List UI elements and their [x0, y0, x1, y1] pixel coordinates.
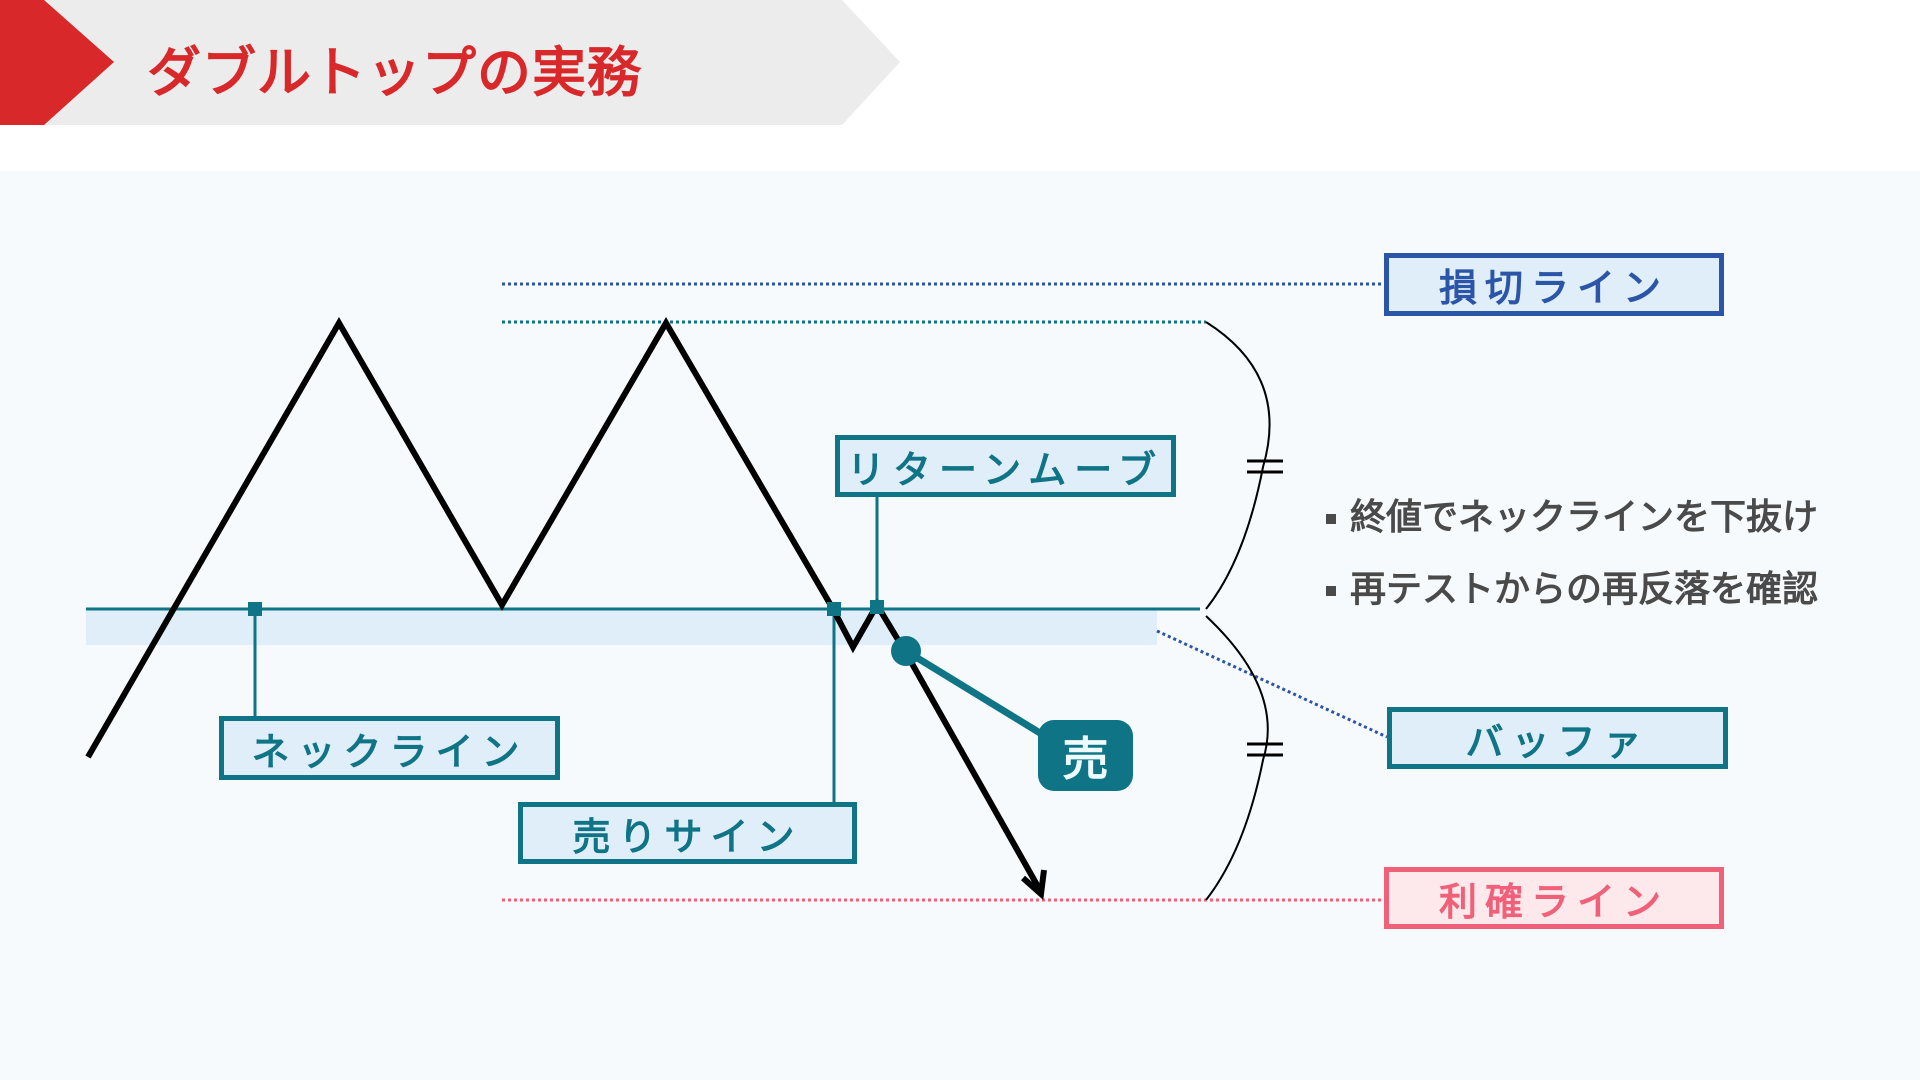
- key-points-list: 終値でネックラインを下抜け 再テストからの再反落を確認: [1326, 482, 1818, 626]
- sell-sign-marker: [827, 602, 841, 616]
- sell-sign-label: 売りサイン: [518, 802, 857, 864]
- sell-badge-leader: [904, 648, 1042, 736]
- bullet-icon: [1326, 586, 1336, 596]
- title-banner: ダブルトップの実務: [0, 0, 910, 125]
- buffer-band: [86, 609, 1157, 645]
- take-profit-label: 利確ライン: [1384, 867, 1724, 929]
- banner-shape: [0, 0, 900, 125]
- list-item: 再テストからの再反落を確認: [1326, 554, 1818, 626]
- bullet-icon: [1326, 514, 1336, 524]
- sell-entry-point: [891, 636, 921, 666]
- return-move-marker: [870, 600, 884, 614]
- bullet-text: 再テストからの再反落を確認: [1350, 569, 1819, 610]
- stop-loss-label: 損切ライン: [1384, 253, 1724, 316]
- equal-sign-icon: [1247, 742, 1283, 757]
- lower-brace: [1205, 615, 1269, 901]
- upper-brace: [1205, 321, 1271, 610]
- equal-sign-icon: [1247, 459, 1283, 474]
- neckline-marker: [248, 602, 262, 616]
- bullet-text: 終値でネックラインを下抜け: [1350, 497, 1819, 538]
- buffer-label: バッファ: [1387, 707, 1728, 769]
- arrow-head-icon: [1021, 869, 1047, 901]
- list-item: 終値でネックラインを下抜け: [1326, 482, 1818, 554]
- buffer-leader-line: [1156, 629, 1388, 739]
- return-move-label: リターンムーブ: [835, 435, 1176, 497]
- neckline-label: ネックライン: [219, 716, 560, 780]
- sell-badge: 売: [1038, 720, 1133, 791]
- page-title: ダブルトップの実務: [147, 41, 642, 104]
